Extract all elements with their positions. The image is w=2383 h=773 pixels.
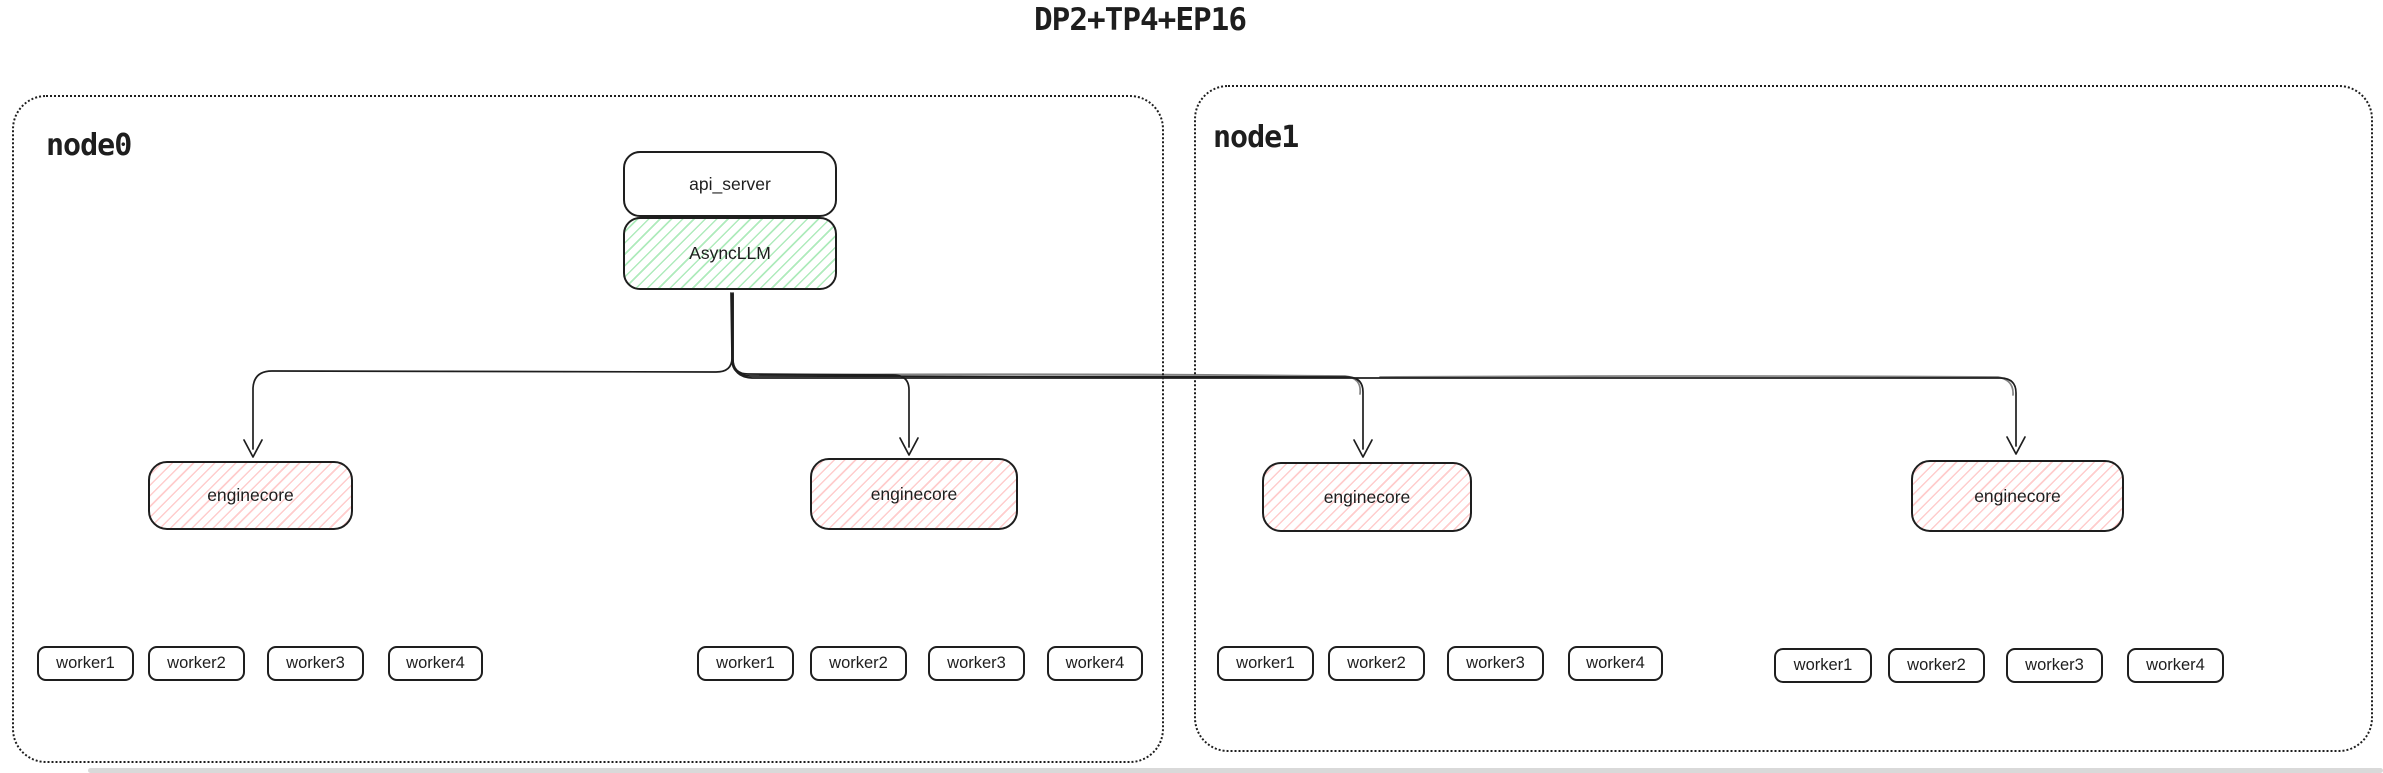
worker-label: worker2 (1907, 656, 1966, 674)
worker-label: worker4 (1586, 654, 1645, 672)
enginecore-label: enginecore (1974, 485, 2061, 506)
worker-label: worker1 (1236, 654, 1295, 672)
worker-box: worker2 (1888, 648, 1985, 683)
worker-box: worker1 (1217, 646, 1314, 681)
worker-box: worker2 (148, 646, 245, 681)
node0-label: node0 (46, 128, 132, 163)
worker-label: worker3 (2025, 656, 2084, 674)
worker-label: worker4 (1065, 654, 1125, 672)
api-server-label: api_server (689, 173, 771, 194)
worker-box: worker3 (928, 646, 1025, 681)
enginecore-box-2: enginecore (1262, 462, 1472, 532)
worker-label: worker3 (1466, 654, 1525, 672)
worker-box: worker1 (697, 646, 794, 681)
enginecore-label: enginecore (1323, 486, 1411, 507)
node1-label: node1 (1213, 120, 1299, 155)
worker-box: worker4 (1568, 646, 1663, 681)
worker-label: worker2 (167, 654, 226, 672)
worker-box: worker1 (37, 646, 134, 681)
worker-box: worker3 (2006, 648, 2103, 683)
worker-label: worker1 (716, 654, 775, 672)
worker-box: worker2 (810, 646, 907, 681)
worker-label: worker3 (286, 654, 345, 672)
worker-label: worker2 (1347, 654, 1406, 672)
enginecore-box-1: enginecore (810, 458, 1018, 530)
enginecore-label: enginecore (207, 485, 294, 505)
worker-label: worker3 (947, 654, 1006, 672)
horizontal-scrollbar[interactable] (88, 768, 2383, 773)
worker-box: worker3 (1447, 646, 1544, 681)
worker-label: worker4 (2146, 656, 2205, 674)
worker-label: worker2 (829, 654, 888, 672)
worker-box: worker4 (2127, 648, 2224, 683)
worker-label: worker1 (1793, 656, 1853, 674)
worker-box: worker1 (1774, 648, 1872, 683)
worker-box: worker4 (388, 646, 483, 681)
worker-label: worker1 (56, 654, 115, 672)
asyncllm-label: AsyncLLM (689, 243, 771, 263)
asyncllm-box: AsyncLLM (623, 217, 837, 290)
enginecore-box-3: enginecore (1911, 460, 2124, 532)
diagram-title: DP2+TP4+EP16 (1034, 2, 1247, 38)
enginecore-box-0: enginecore (148, 461, 353, 530)
worker-label: worker4 (406, 654, 465, 672)
worker-box: worker2 (1328, 646, 1425, 681)
worker-box: worker3 (267, 646, 364, 681)
api-server-box: api_server (623, 151, 837, 217)
enginecore-label: enginecore (870, 483, 958, 504)
worker-box: worker4 (1047, 646, 1143, 681)
